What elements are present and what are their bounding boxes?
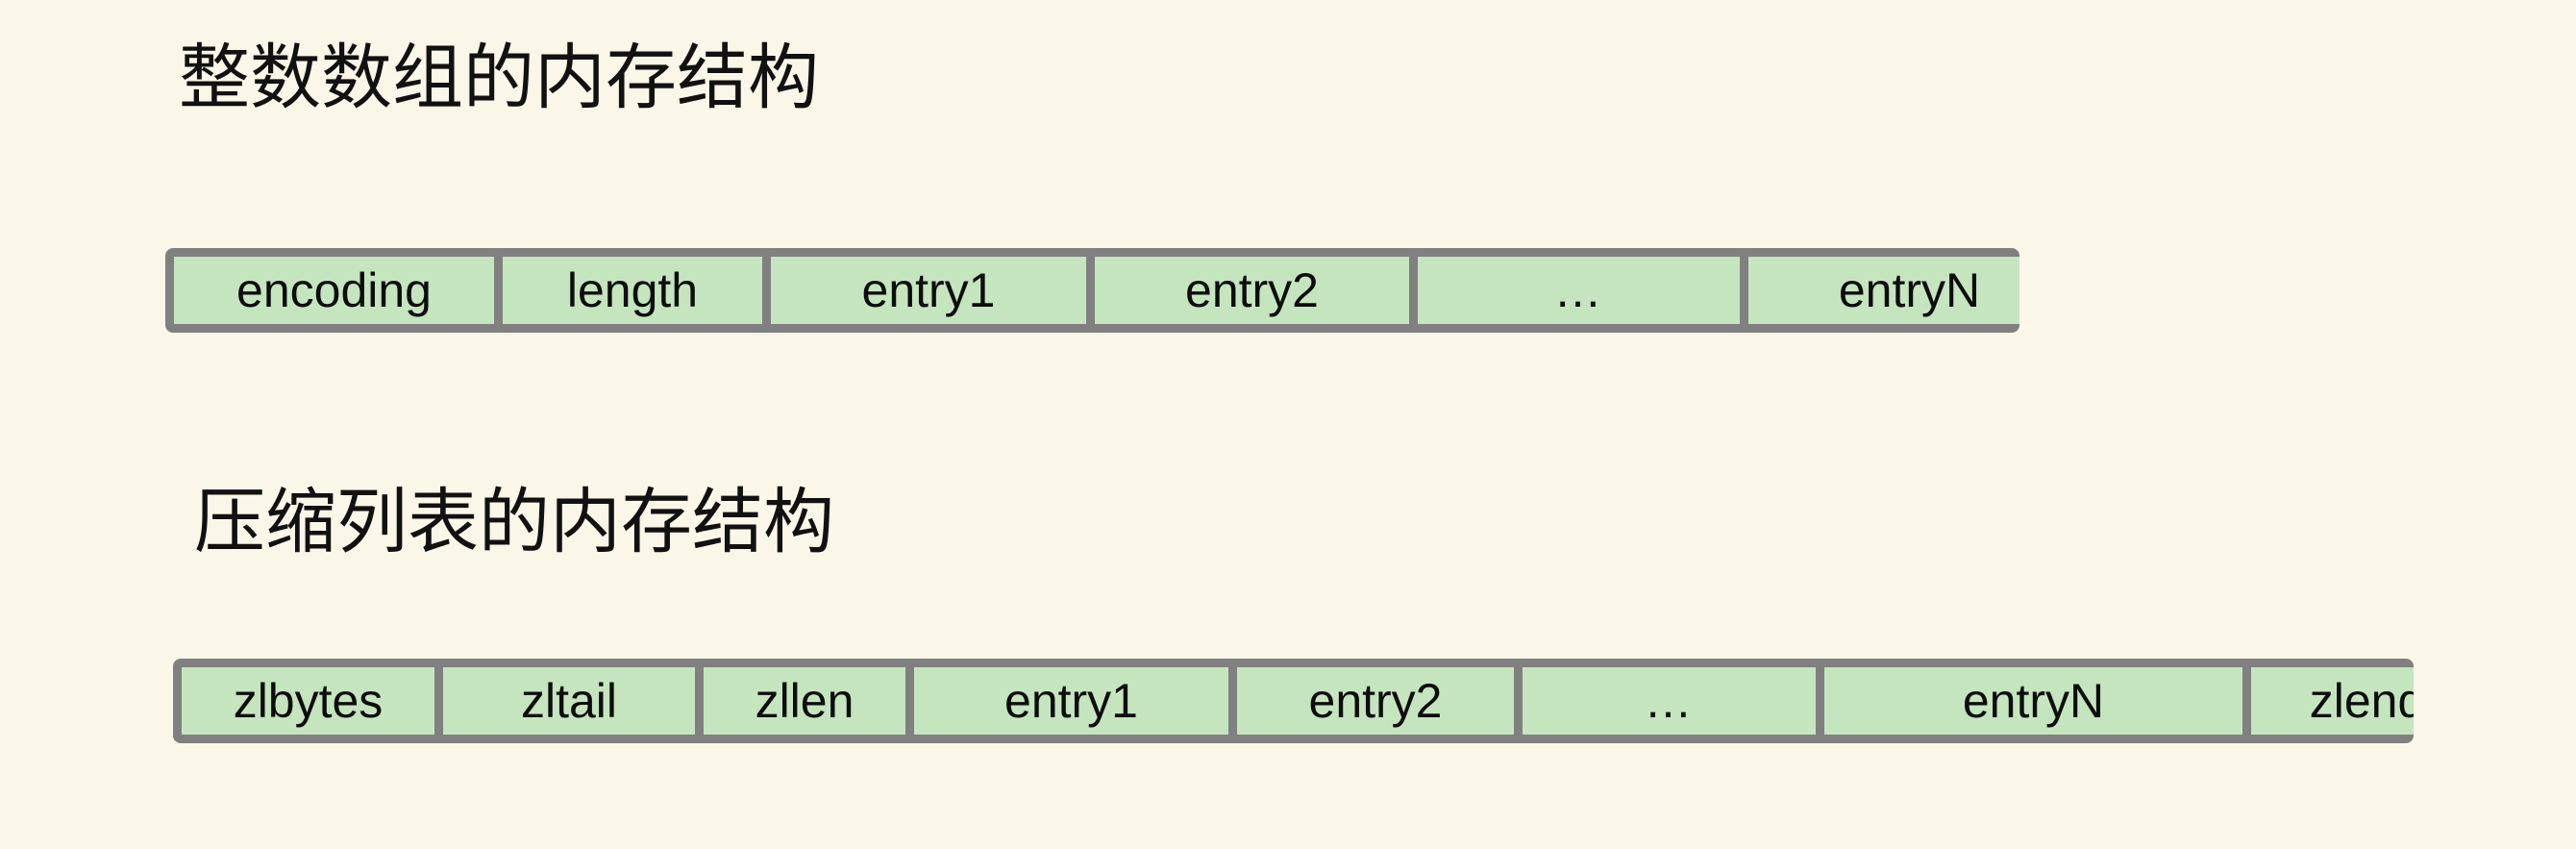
ziplist-field-zltail: zltail [443, 667, 695, 735]
page-title-ziplist: 压缩列表的内存结构 [194, 482, 834, 562]
ziplist-field-ellipsis: … [1523, 667, 1816, 735]
ziplist-field-entry1: entry1 [914, 667, 1228, 735]
intset-field-length: length [503, 257, 762, 324]
ziplist-field-zlbytes: zlbytes [182, 667, 434, 735]
intset-memory-layout: encoding length entry1 entry2 … entryN [165, 248, 2019, 333]
intset-field-ellipsis: … [1418, 257, 1740, 324]
ziplist-field-zlend: zlend [2251, 667, 2414, 735]
intset-field-entry2: entry2 [1095, 257, 1409, 324]
intset-field-entryN: entryN [1748, 257, 2019, 324]
ziplist-field-entryN: entryN [1824, 667, 2242, 735]
intset-field-entry1: entry1 [771, 257, 1086, 324]
intset-field-encoding: encoding [174, 257, 494, 324]
ziplist-field-entry2: entry2 [1237, 667, 1514, 735]
ziplist-memory-layout: zlbytes zltail zllen entry1 entry2 … ent… [173, 659, 2414, 743]
ziplist-field-zllen: zllen [704, 667, 905, 735]
page-title-intset: 整数数组的内存结构 [179, 37, 819, 117]
